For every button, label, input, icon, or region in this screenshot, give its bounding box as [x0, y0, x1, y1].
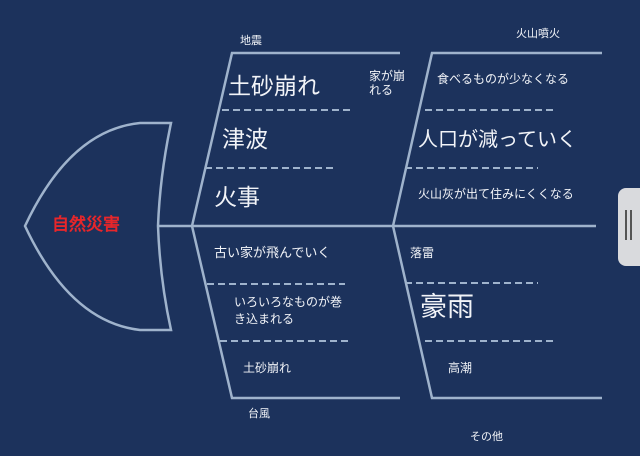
category-label-earthquake: 地震: [240, 34, 262, 47]
grip-icon: [625, 210, 627, 240]
cause-item: 豪雨: [420, 292, 474, 323]
cause-item: 古い家が飛んでいく: [214, 246, 331, 261]
head-label: 自然災害: [52, 215, 120, 235]
cause-item: 土砂崩れ: [243, 361, 292, 375]
bone-typhoon: [190, 225, 400, 400]
cause-item: 人口が減っていく: [418, 127, 577, 151]
cause-item: 落雷: [410, 246, 435, 260]
cause-item: 火事: [214, 185, 260, 211]
side-note: 家が崩れる: [369, 69, 406, 98]
cause-item: 津波: [222, 127, 268, 153]
cause-item: いろいろなものが巻き込まれる: [234, 295, 343, 327]
cause-item: 火山灰が出て住みにくくなる: [418, 187, 574, 201]
category-label-volcano: 火山噴火: [516, 27, 560, 40]
category-label-typhoon: 台風: [248, 407, 270, 420]
side-panel-handle[interactable]: [618, 188, 640, 266]
cause-item: 高潮: [448, 361, 473, 375]
cause-item: 土砂崩れ: [228, 74, 320, 100]
cause-item: 食べるものが少なくなる: [437, 72, 570, 86]
category-label-other: その他: [470, 430, 503, 443]
